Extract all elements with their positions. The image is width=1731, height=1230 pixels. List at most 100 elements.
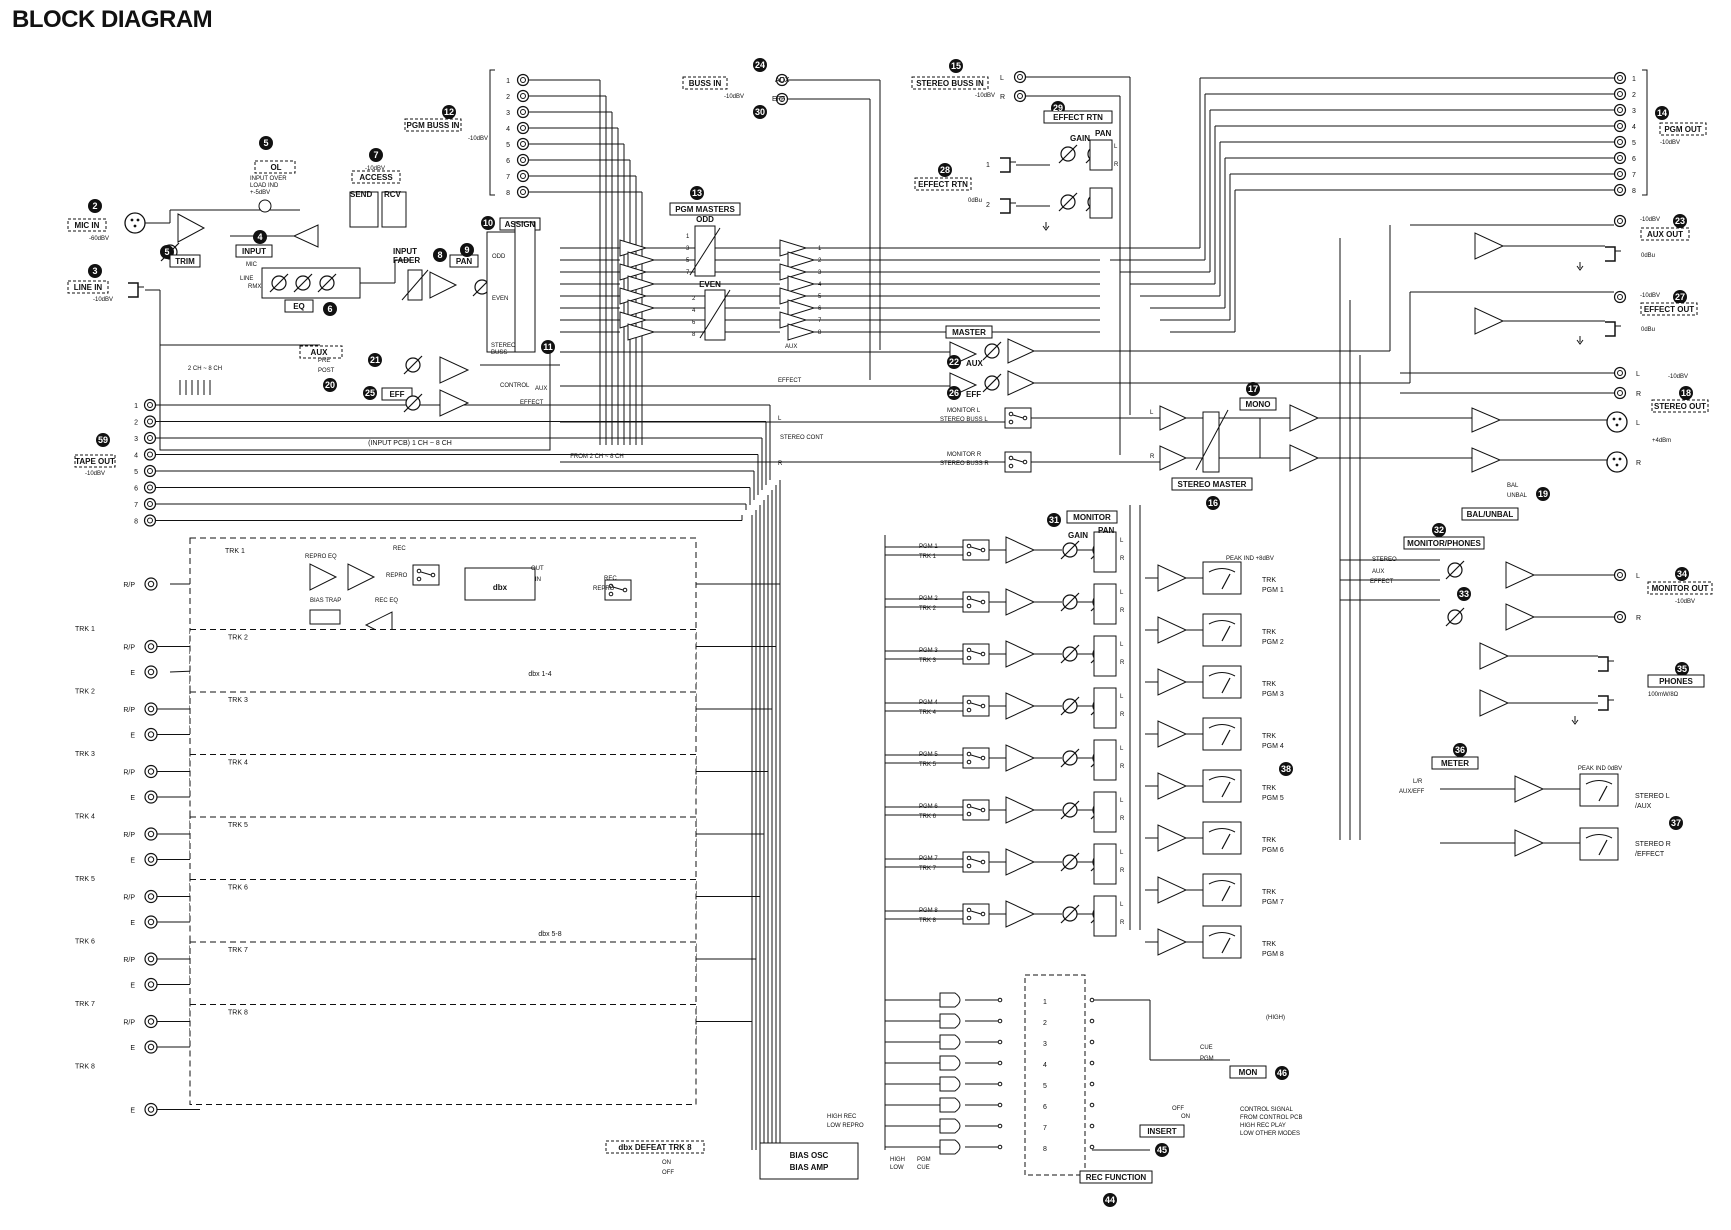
pot-arrow bbox=[1060, 748, 1080, 768]
callout-number: 27 bbox=[1675, 292, 1685, 302]
meter-needle bbox=[1598, 839, 1608, 856]
aux-out-label: AUX OUT bbox=[1647, 230, 1683, 239]
rec-label: REC bbox=[393, 546, 406, 552]
track-meter-label: PGM 5 bbox=[1262, 795, 1284, 802]
monitor-trk-label: TRK 2 bbox=[919, 606, 937, 612]
meter-scale bbox=[1585, 834, 1613, 839]
buss-in-label-frame bbox=[682, 76, 728, 90]
aux-out-amp bbox=[1474, 232, 1505, 260]
switch-contact bbox=[608, 583, 614, 589]
callout-marker bbox=[323, 302, 337, 316]
control-signal-label: FROM CONTROL PCB bbox=[1240, 1115, 1302, 1121]
rp-jack-inner bbox=[147, 830, 155, 838]
e-label: E bbox=[130, 795, 135, 802]
callout-marker bbox=[1655, 106, 1669, 120]
meter-stereo-r: /EFFECT bbox=[1635, 851, 1665, 858]
pgm-out-amp bbox=[787, 299, 816, 317]
page-title: BLOCK DIAGRAM bbox=[12, 6, 213, 33]
switch-contact bbox=[997, 1102, 1003, 1108]
monitor-trk-label: TRK 1 bbox=[919, 554, 937, 560]
pot-arrow bbox=[403, 393, 423, 413]
pgm-buss-in-number: 5 bbox=[506, 142, 510, 149]
monitor-amp bbox=[1005, 588, 1036, 616]
e-jack-inner bbox=[147, 793, 155, 801]
aux-out-level2: 0dBu bbox=[1641, 253, 1655, 259]
meter-needle bbox=[1221, 625, 1231, 642]
pgm-even-number: 4 bbox=[692, 308, 696, 314]
track-meter-label: TRK bbox=[1262, 733, 1276, 740]
effect-small-label: EFFECT bbox=[520, 400, 544, 406]
track-meter-label: TRK bbox=[1262, 941, 1276, 948]
pgm-buss-in-level: -10dBV bbox=[468, 136, 488, 142]
callout-marker bbox=[1679, 386, 1693, 400]
bias-osc-block bbox=[759, 1142, 859, 1180]
stereo-buss-in-r: R bbox=[1000, 94, 1005, 101]
effect-rtn-label: EFFECT RTN bbox=[918, 180, 968, 189]
callout-number: 35 bbox=[1677, 664, 1687, 674]
stereo-buss-in-label: STEREO BUSS IN bbox=[916, 79, 984, 88]
switch-contact bbox=[980, 755, 986, 761]
monitor-l: L bbox=[1120, 642, 1124, 648]
pgm-in-amp bbox=[619, 263, 648, 281]
stereo-l-small: L bbox=[778, 416, 782, 422]
effect-out-label: EFFECT OUT bbox=[1644, 305, 1694, 314]
callout-number: 23 bbox=[1675, 216, 1685, 226]
callout-marker bbox=[1457, 587, 1471, 601]
callout-number: 11 bbox=[543, 342, 553, 352]
buss-in-label: BUSS IN bbox=[689, 79, 722, 88]
xlr-pin bbox=[1618, 417, 1622, 421]
switch-contact bbox=[430, 572, 436, 578]
callout-marker bbox=[368, 353, 382, 367]
ol-note: +-5dBV bbox=[250, 190, 270, 196]
callout-marker bbox=[1675, 567, 1689, 581]
rp-jack-inner bbox=[147, 955, 155, 963]
pgm-out-number: 5 bbox=[818, 294, 822, 300]
monitor-pan-box bbox=[1093, 739, 1117, 781]
monitor-r: R bbox=[1120, 764, 1125, 770]
control-label: CONTROL bbox=[500, 383, 530, 389]
effect-rtn-pan-2-box bbox=[1089, 187, 1113, 219]
stereo-l-meter bbox=[1579, 773, 1619, 807]
fader-amp bbox=[429, 271, 458, 299]
input-fader-label: FADER bbox=[393, 256, 420, 265]
meter-lr: L/R bbox=[1413, 779, 1423, 785]
pgm-out-number: 4 bbox=[818, 282, 822, 288]
high-label: HIGH bbox=[890, 1157, 905, 1163]
bal-unbal-label-frame bbox=[1461, 507, 1519, 521]
rp-jack-inner bbox=[147, 705, 155, 713]
callout-marker bbox=[481, 216, 495, 230]
line-level: -10dBV bbox=[93, 297, 113, 303]
switch-lever bbox=[420, 571, 432, 576]
phones-l-amp bbox=[1479, 642, 1510, 670]
callout-number: 21 bbox=[370, 355, 380, 365]
track-meter bbox=[1202, 821, 1242, 855]
effect-out-level: -10dBV bbox=[1640, 293, 1660, 299]
e-jack-inner bbox=[147, 668, 155, 676]
monitor-out-r-jack-inner bbox=[1617, 614, 1623, 620]
meter-needle bbox=[1221, 937, 1231, 954]
switch-contact bbox=[997, 1144, 1003, 1150]
xlr-pin bbox=[1612, 457, 1616, 461]
switch-contact bbox=[1008, 419, 1014, 425]
track-side-label: TRK 3 bbox=[75, 751, 95, 758]
callout-marker bbox=[753, 58, 767, 72]
switch-contact bbox=[1008, 463, 1014, 469]
buss-in-aux-jack-inner bbox=[779, 77, 785, 83]
mono-label: MONO bbox=[1246, 400, 1271, 409]
switch-contact bbox=[966, 803, 972, 809]
unbal-label: UNBAL bbox=[1507, 493, 1528, 499]
rec-function-number: 7 bbox=[1043, 1125, 1047, 1132]
pgm-out-number: 3 bbox=[1632, 108, 1636, 115]
monitor-out-l-jack-inner bbox=[1617, 572, 1623, 578]
low-repro-label: LOW REPRO bbox=[827, 1123, 864, 1129]
tape-out-jack-inner bbox=[147, 517, 153, 524]
pot-arrow bbox=[1445, 607, 1465, 627]
or-gate-icon bbox=[939, 1034, 961, 1050]
switch-contact bbox=[1089, 997, 1095, 1003]
xlr-pin bbox=[1612, 417, 1616, 421]
rec-function-number: 4 bbox=[1043, 1062, 1047, 1069]
xlr-pin bbox=[136, 218, 140, 222]
monitor-r: R bbox=[1120, 816, 1125, 822]
pgm-out-number: 2 bbox=[1632, 92, 1636, 99]
pgm-buss-in-number: 7 bbox=[506, 174, 510, 181]
